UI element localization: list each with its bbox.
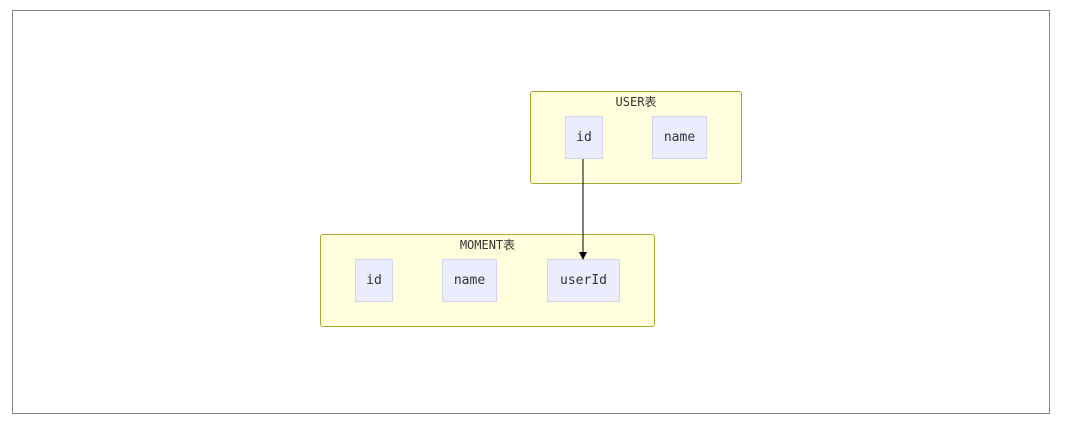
moment-table-title: MOMENT表: [459, 238, 516, 252]
moment-field-id: id: [355, 259, 393, 302]
moment-field-userid: userId: [547, 259, 620, 302]
user-table-title: USER表: [615, 95, 657, 109]
diagram-frame: [12, 10, 1050, 414]
user-table-cluster: USER表: [530, 91, 742, 184]
moment-field-name: name: [442, 259, 497, 302]
user-field-id: id: [565, 116, 603, 159]
user-field-name: name: [652, 116, 707, 159]
